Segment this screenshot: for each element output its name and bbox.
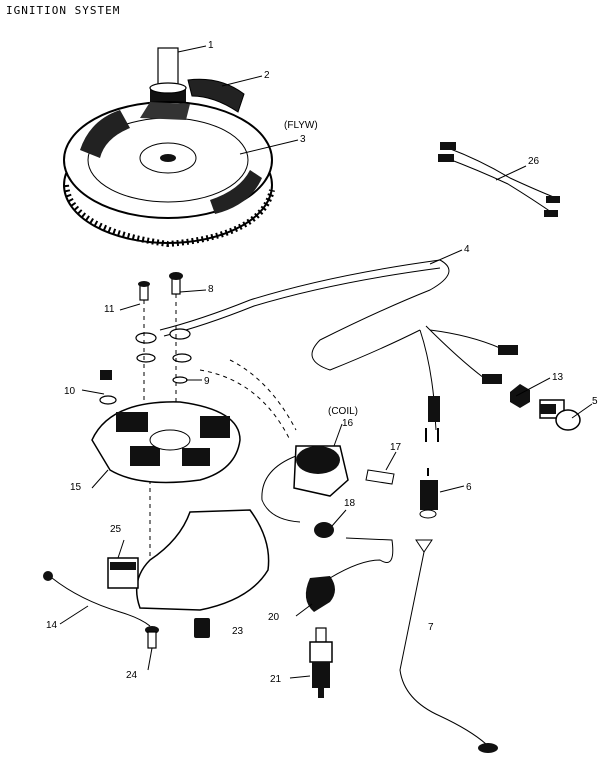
callout-21: 21 bbox=[270, 674, 282, 685]
callout-10: 10 bbox=[64, 386, 76, 397]
callout-2: 2 bbox=[264, 70, 270, 81]
part-1-shaft-nut bbox=[149, 47, 187, 106]
callout-6: 6 bbox=[466, 482, 472, 493]
part-17-clip bbox=[365, 469, 395, 485]
part-21-spark-plug bbox=[309, 627, 333, 698]
part-26-short-harness bbox=[438, 142, 560, 217]
part-23-block bbox=[194, 618, 210, 638]
part-16-coil bbox=[261, 445, 349, 523]
callout-26: 26 bbox=[528, 156, 540, 167]
note-coil: (COIL) bbox=[328, 406, 358, 417]
part-3-flywheel bbox=[63, 101, 275, 248]
callout-4: 4 bbox=[464, 244, 470, 255]
callout-18: 18 bbox=[344, 498, 356, 509]
diagram-title: IGNITION SYSTEM bbox=[6, 4, 121, 17]
part-2-key bbox=[187, 78, 245, 113]
part-25-base-plate bbox=[107, 509, 270, 611]
part-6-button-switch bbox=[419, 468, 438, 519]
callout-labels: 1 2 (FLYW) 3 26 4 8 11 9 10 13 5 (COIL) … bbox=[46, 40, 598, 685]
leader-lines bbox=[59, 45, 593, 679]
callout-9: 9 bbox=[204, 376, 210, 387]
callout-8: 8 bbox=[208, 284, 214, 295]
part-20-plug-cap bbox=[305, 537, 394, 612]
part-5-switch bbox=[539, 399, 581, 431]
callout-1: 1 bbox=[208, 40, 214, 51]
callout-14: 14 bbox=[46, 620, 58, 631]
callout-20: 20 bbox=[268, 612, 280, 623]
callout-13: 13 bbox=[552, 372, 564, 383]
part-7-kill-wire bbox=[399, 539, 498, 753]
callout-25: 25 bbox=[110, 524, 122, 535]
parts-8-11-fasteners bbox=[99, 272, 192, 405]
part-4-harness bbox=[159, 259, 518, 442]
part-18-boot bbox=[314, 522, 334, 538]
callout-16: 16 bbox=[342, 418, 354, 429]
callout-11: 11 bbox=[104, 304, 115, 315]
callout-23: 23 bbox=[232, 626, 244, 637]
part-13-nut bbox=[510, 384, 530, 408]
part-24-screw bbox=[145, 626, 159, 649]
callout-5: 5 bbox=[592, 396, 598, 407]
callout-24: 24 bbox=[126, 670, 138, 681]
callout-17: 17 bbox=[390, 442, 402, 453]
part-14-ground-wire bbox=[43, 571, 151, 627]
callout-3: 3 bbox=[300, 134, 306, 145]
callout-7: 7 bbox=[428, 622, 434, 633]
callout-15: 15 bbox=[70, 482, 82, 493]
note-flyw: (FLYW) bbox=[284, 120, 318, 131]
part-15-stator bbox=[91, 401, 241, 484]
